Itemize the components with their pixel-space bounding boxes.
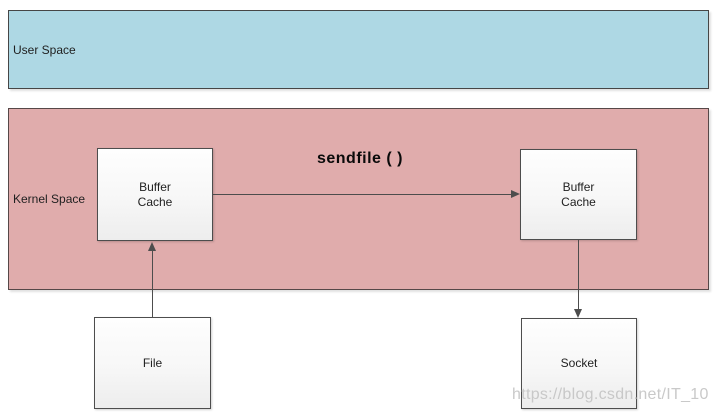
buffer-cache-left-label-line1: Buffer bbox=[139, 179, 171, 194]
user-space-label: User Space bbox=[13, 42, 76, 57]
buffer-cache-right-node: Buffer Cache bbox=[520, 149, 637, 240]
user-space-band: User Space bbox=[8, 10, 709, 89]
buffer-cache-right-label-line1: Buffer bbox=[562, 179, 595, 194]
buffer-cache-left-node: Buffer Cache bbox=[97, 148, 213, 241]
kernel-space-label: Kernel Space bbox=[13, 192, 86, 206]
buffer-to-socket-arrow-line bbox=[578, 240, 579, 310]
buffer-cache-left-label-line2: Cache bbox=[137, 194, 173, 209]
watermark-text: https://blog.csdn.net/IT_10 bbox=[512, 386, 709, 403]
file-node: File bbox=[94, 317, 211, 409]
socket-node: Socket bbox=[521, 318, 637, 409]
sendfile-call-label: sendfile ( ) bbox=[316, 150, 403, 167]
buffer-to-socket-arrowhead-icon bbox=[574, 309, 582, 318]
file-to-buffer-arrowhead-icon bbox=[148, 242, 156, 251]
buffer-cache-right-label-line2: Cache bbox=[561, 194, 596, 209]
socket-label: Socket bbox=[560, 356, 598, 370]
file-label: File bbox=[142, 355, 163, 370]
file-to-buffer-arrow-line bbox=[152, 250, 153, 317]
sendfile-arrowhead-icon bbox=[511, 190, 520, 198]
sendfile-arrow-line bbox=[213, 194, 512, 195]
